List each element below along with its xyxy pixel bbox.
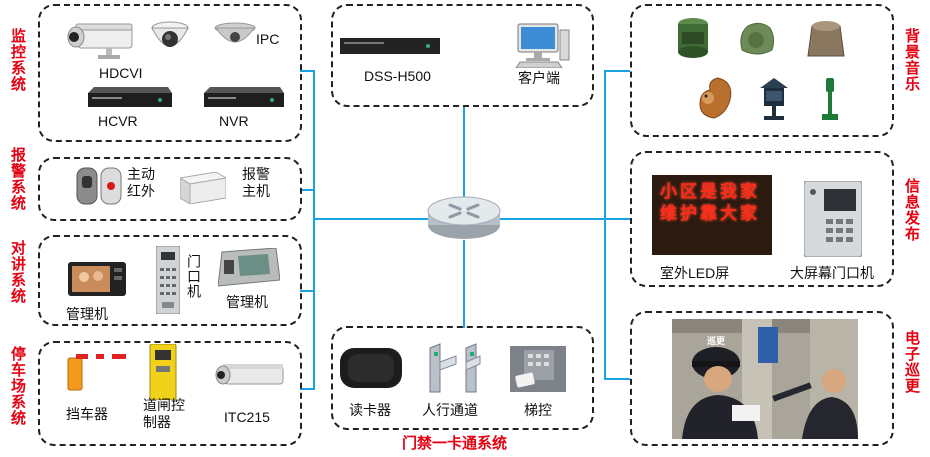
dss-server-icon	[340, 38, 440, 54]
monitoring-title: 监控系统	[9, 28, 26, 92]
link-line-left-main	[313, 218, 430, 220]
label-alarm-host-line2: 主机	[242, 183, 270, 199]
label-dss-h500: DSS-H500	[364, 68, 431, 84]
speaker-rock-icon	[740, 22, 775, 55]
ipc-dome-camera-icon	[151, 21, 189, 47]
speaker-stump-icon	[807, 21, 845, 57]
label-management-unit-1: 管理机	[66, 306, 108, 322]
parking-title: 停车场系统	[9, 346, 26, 426]
link-line-alarm	[300, 189, 315, 191]
access-title: 门禁一卡通系统	[402, 435, 508, 452]
speaker-lantern-icon	[760, 78, 788, 120]
alarm-box	[38, 157, 302, 221]
management-monitor-icon	[68, 262, 126, 296]
label-large-screen-door-station: 大屏幕门口机	[790, 265, 874, 281]
intercom-box	[38, 235, 302, 326]
infrared-detector-icon	[76, 167, 122, 205]
label-ipc: IPC	[256, 31, 280, 47]
label-gate-controller-line2: 制器	[143, 414, 171, 430]
label-active-infrared: 主动红外	[127, 166, 155, 200]
management-console-icon	[218, 248, 280, 287]
patrol-badge: 巡更	[707, 336, 726, 346]
label-elevator-control: 梯控	[524, 402, 552, 418]
speaker-cylinder-icon	[678, 18, 708, 58]
gate-controller-icon	[149, 344, 177, 400]
monitoring-box	[38, 4, 302, 142]
card-reader-icon	[340, 348, 402, 388]
elevator-control-icon	[510, 346, 566, 392]
label-outdoor-led: 室外LED屏	[660, 265, 730, 281]
patrol-title: 电子巡更	[903, 330, 920, 394]
link-line-access	[463, 240, 465, 328]
led-screen: 小区是我家 维护靠大家	[652, 175, 772, 255]
label-active-infrared-line2: 红外	[127, 183, 155, 199]
led-line-1: 小区是我家	[660, 182, 760, 202]
ipc-mini-camera-icon	[214, 22, 256, 43]
client-pc-icon	[515, 23, 570, 68]
label-pedestrian-gate: 人行通道	[422, 402, 478, 418]
door-station-icon	[156, 246, 180, 314]
label-hdcvi: HDCVI	[99, 65, 143, 81]
label-hcvr: HCVR	[98, 113, 138, 129]
label-alarm-host: 报警主机	[242, 166, 270, 200]
turnstile-icon	[429, 343, 481, 393]
music-title: 背景音乐	[903, 28, 920, 92]
access-box	[331, 326, 594, 430]
link-line-patrol	[604, 378, 630, 380]
info-box	[630, 151, 894, 287]
link-line-right-main	[498, 218, 606, 220]
intercom-title: 对讲系统	[9, 240, 26, 304]
link-line-right-trunk	[604, 70, 606, 380]
link-line-intercom	[300, 290, 315, 292]
itc-camera-icon	[215, 364, 284, 385]
label-barrier: 挡车器	[66, 406, 108, 422]
nvr-recorder-icon	[204, 87, 284, 107]
label-active-infrared-line1: 主动	[127, 166, 155, 182]
link-line-left-trunk	[313, 70, 315, 390]
alarm-title: 报警系统	[9, 147, 26, 211]
label-itc215: ITC215	[224, 409, 270, 425]
large-screen-door-station-icon	[804, 181, 862, 257]
label-card-reader: 读卡器	[349, 402, 391, 418]
label-client: 客户端	[518, 70, 560, 86]
label-gate-controller: 道闸控制器	[143, 397, 185, 431]
label-gate-controller-line1: 道闸控	[143, 397, 185, 413]
patrol-photo	[672, 319, 858, 439]
barrier-gate-icon	[67, 354, 126, 391]
link-line-info	[604, 218, 630, 220]
alarm-host-icon	[180, 172, 226, 204]
label-alarm-host-line1: 报警	[242, 166, 270, 182]
music-box	[630, 4, 894, 137]
info-title: 信息发布	[903, 178, 920, 242]
link-line-parking	[300, 388, 315, 390]
led-line-2: 维护靠大家	[660, 204, 760, 224]
label-door-station: 门口机	[186, 254, 202, 299]
patrol-box	[630, 311, 894, 446]
link-line-monitoring	[300, 70, 315, 72]
speaker-post-icon	[822, 78, 838, 120]
core-switch-icon	[427, 196, 501, 239]
label-nvr: NVR	[219, 113, 249, 129]
link-line-center	[463, 107, 465, 197]
hdcvi-camera-icon	[67, 23, 133, 59]
link-line-music	[604, 70, 630, 72]
parking-box	[38, 341, 302, 446]
center-box	[331, 4, 594, 107]
label-management-unit-2: 管理机	[226, 294, 268, 310]
hcvr-recorder-icon	[88, 87, 172, 107]
speaker-squirrel-icon	[699, 77, 732, 119]
